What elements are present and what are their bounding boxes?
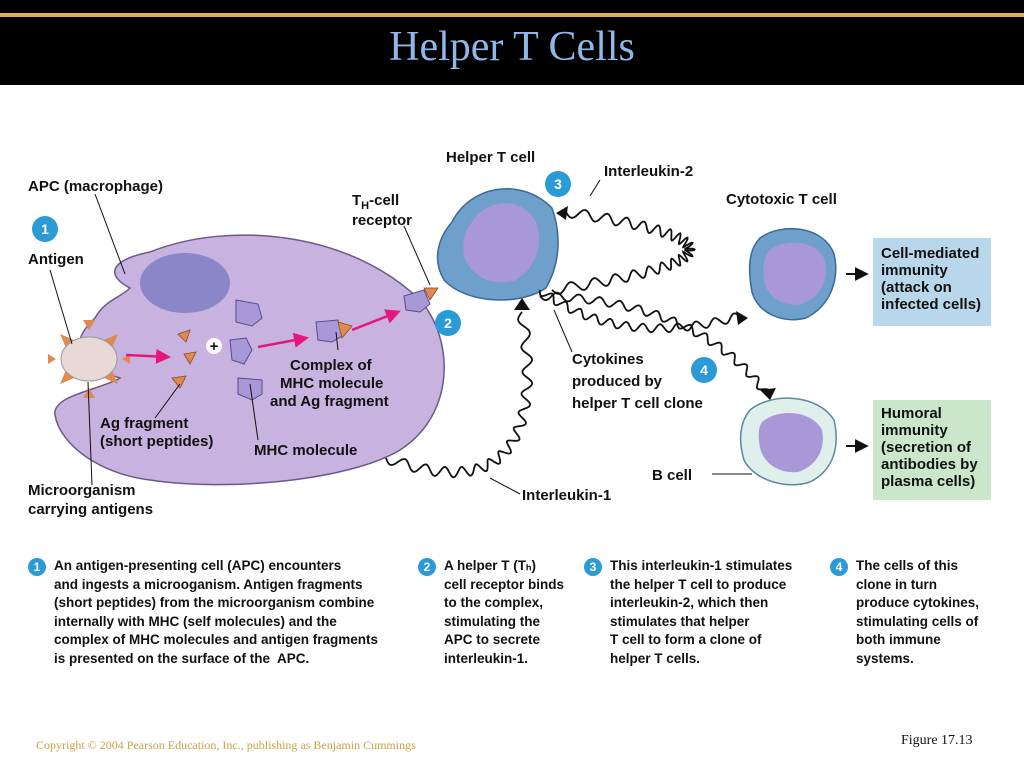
svg-text:3: 3 [554, 176, 562, 192]
svg-text:Ag fragment: Ag fragment [100, 415, 188, 432]
plus-sign: + [206, 338, 222, 355]
svg-text:Complex of: Complex of [290, 357, 373, 374]
svg-text:1: 1 [41, 221, 49, 237]
il1-arrowhead [514, 298, 530, 310]
mhc-molecule-label: MHC molecule [254, 442, 357, 459]
interleukin-2-label: Interleukin-2 [604, 163, 693, 180]
badge-2: 2 [435, 310, 461, 336]
title-rule [0, 13, 1024, 17]
complex-label: Complex of MHC molecule and Ag fragment [270, 357, 389, 410]
svg-text:immunity: immunity [881, 422, 948, 439]
humoral-box [873, 400, 991, 500]
cell-mediated-box [873, 238, 991, 326]
svg-text:produced by: produced by [572, 373, 663, 390]
svg-text:Cytokines: Cytokines [572, 351, 644, 368]
cytotoxic-t-cell [748, 227, 837, 321]
svg-text:helper T cell clone: helper T cell clone [572, 395, 703, 412]
mhc-molecule-icon [229, 299, 263, 401]
interleukin-1-wave [385, 311, 534, 479]
svg-text:MHC molecule: MHC molecule [280, 375, 383, 392]
humoral-text: Humoral immunity (secretion of antibodie… [881, 405, 978, 490]
svg-text:carrying antigens: carrying antigens [28, 501, 153, 518]
svg-text:infected cells): infected cells) [881, 296, 981, 313]
badge-1: 1 [32, 216, 58, 242]
slide-title: Helper T Cells [389, 24, 635, 70]
figure-number: Figure 17.13 [901, 733, 973, 748]
svg-text:plasma cells): plasma cells) [881, 473, 975, 490]
svg-text:immunity: immunity [881, 262, 948, 279]
il2-arrowhead [556, 206, 568, 220]
svg-text:2: 2 [444, 315, 452, 331]
outcome-arrows [846, 267, 869, 453]
step-1-text: An antigen-presenting cell (APC) encount… [54, 558, 379, 666]
presented-complex-icon [403, 287, 439, 313]
step-2-text: A helper T (Tₕ) cell receptor binds to t… [444, 558, 565, 666]
step-2-badge: 2 [418, 558, 436, 576]
cell-mediated-text: Cell-mediated immunity (attack on infect… [881, 245, 981, 313]
microorganism-icon [48, 320, 130, 398]
b-cell-arrowhead [760, 388, 776, 400]
microorganism-label: Microorganism carrying antigens [28, 482, 153, 518]
svg-text:(short peptides): (short peptides) [100, 433, 213, 450]
badge-4: 4 [691, 357, 717, 383]
svg-text:(secretion of: (secretion of [881, 439, 972, 456]
badge-3: 3 [545, 171, 571, 197]
leader-lines [49, 179, 752, 495]
copyright-notice: Copyright © 2004 Pearson Education, Inc.… [36, 738, 416, 752]
step-4-text: The cells of this clone in turn produce … [856, 558, 980, 666]
b-cell-label: B cell [652, 467, 692, 484]
svg-text:antibodies by: antibodies by [881, 456, 978, 473]
cytokines-label: Cytokines produced by helper T cell clon… [572, 351, 703, 412]
helper-t-cell [436, 187, 559, 301]
svg-text:4: 4 [700, 362, 708, 378]
b-cell [739, 397, 837, 486]
cytotoxic-arrowhead [736, 311, 748, 325]
pink-arrows [125, 309, 401, 364]
svg-text:Microorganism: Microorganism [28, 482, 136, 499]
step-1-badge: 1 [28, 558, 46, 576]
ag-fragment-icon [171, 329, 197, 389]
interleukin-2-wave [551, 208, 697, 295]
title-bar: Helper T Cells [0, 0, 1024, 85]
interleukin-1-label: Interleukin-1 [522, 487, 611, 504]
svg-text:and Ag fragment: and Ag fragment [270, 393, 389, 410]
svg-text:(attack on: (attack on [881, 279, 952, 296]
wave-arrowheads [514, 206, 776, 400]
helper-t-cell-label: Helper T cell [446, 149, 535, 166]
cytokine-waves [385, 208, 771, 479]
apc-nucleus [140, 253, 230, 313]
cytokine-wave-to-cytotoxic [539, 289, 741, 334]
cytotoxic-t-cell-label: Cytotoxic T cell [726, 191, 837, 208]
th-receptor-label: TH-cell [352, 192, 399, 212]
svg-text:+: + [210, 338, 219, 355]
apc-label: APC (macrophage) [28, 178, 163, 195]
svg-text:Cell-mediated: Cell-mediated [881, 245, 979, 262]
step-3-badge: 3 [584, 558, 602, 576]
svg-text:Humoral: Humoral [881, 405, 942, 422]
step-3-text: This interleukin-1 stimulates the helper… [610, 558, 793, 666]
ag-fragment-label: Ag fragment (short peptides) [100, 415, 213, 450]
step-4-badge: 4 [830, 558, 848, 576]
antigen-label: Antigen [28, 251, 84, 268]
th-receptor-label-line2: receptor [352, 212, 412, 229]
cytokine-wave-to-b-cell [539, 291, 771, 397]
